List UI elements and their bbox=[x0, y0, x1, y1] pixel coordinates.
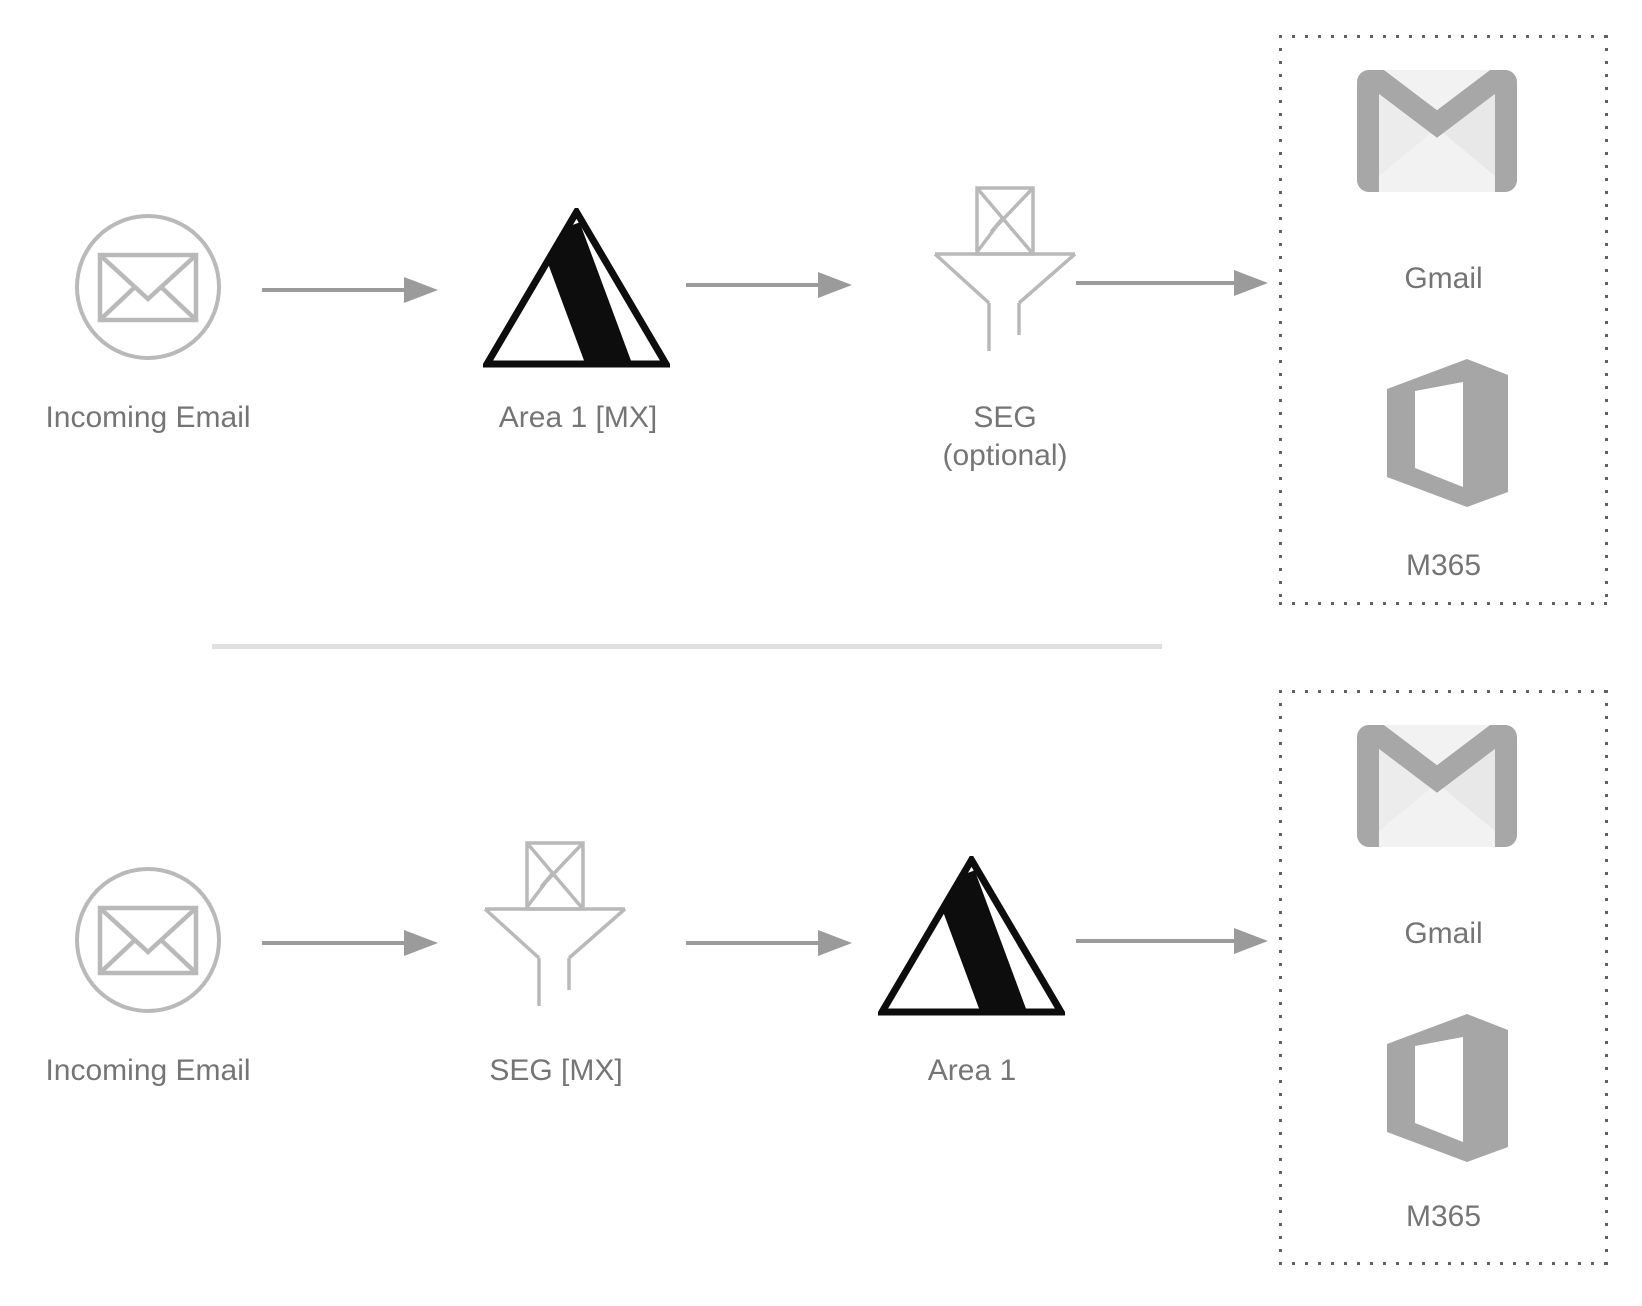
arrow-right-icon bbox=[262, 277, 438, 303]
arrow-right-icon bbox=[1076, 270, 1268, 296]
arrow-right-icon bbox=[1076, 928, 1268, 954]
area1-triangle-icon bbox=[878, 856, 1065, 1016]
gmail-icon bbox=[1357, 70, 1517, 192]
seg-mx-label: SEG [MX] bbox=[489, 1054, 623, 1087]
m365-label: M365 bbox=[1405, 549, 1482, 582]
section-divider bbox=[212, 644, 1162, 649]
destinations-box-bottom: Gmail M365 bbox=[1279, 690, 1608, 1265]
incoming-email-icon bbox=[73, 865, 223, 1015]
incoming-email-label: Incoming Email bbox=[45, 401, 251, 434]
seg-funnel-icon bbox=[480, 841, 630, 1013]
area1-triangle-icon bbox=[483, 208, 670, 368]
m365-icon bbox=[1387, 1013, 1508, 1163]
incoming-email-icon bbox=[73, 212, 223, 362]
arrow-right-icon bbox=[262, 930, 438, 956]
incoming-email-label: Incoming Email bbox=[45, 1054, 251, 1087]
m365-label: M365 bbox=[1405, 1200, 1482, 1233]
gmail-icon bbox=[1357, 725, 1517, 847]
gmail-label: Gmail bbox=[1404, 262, 1483, 295]
destinations-box-top: Gmail M365 bbox=[1279, 35, 1608, 605]
arrow-right-icon bbox=[686, 272, 852, 298]
area1-label: Area 1 bbox=[927, 1054, 1017, 1087]
seg-funnel-icon bbox=[930, 186, 1080, 358]
gmail-label: Gmail bbox=[1404, 917, 1483, 950]
seg-optional-label: SEG (optional) bbox=[942, 401, 1068, 472]
area1-mx-label: Area 1 [MX] bbox=[498, 401, 658, 434]
arrow-right-icon bbox=[686, 930, 852, 956]
m365-icon bbox=[1387, 358, 1508, 508]
